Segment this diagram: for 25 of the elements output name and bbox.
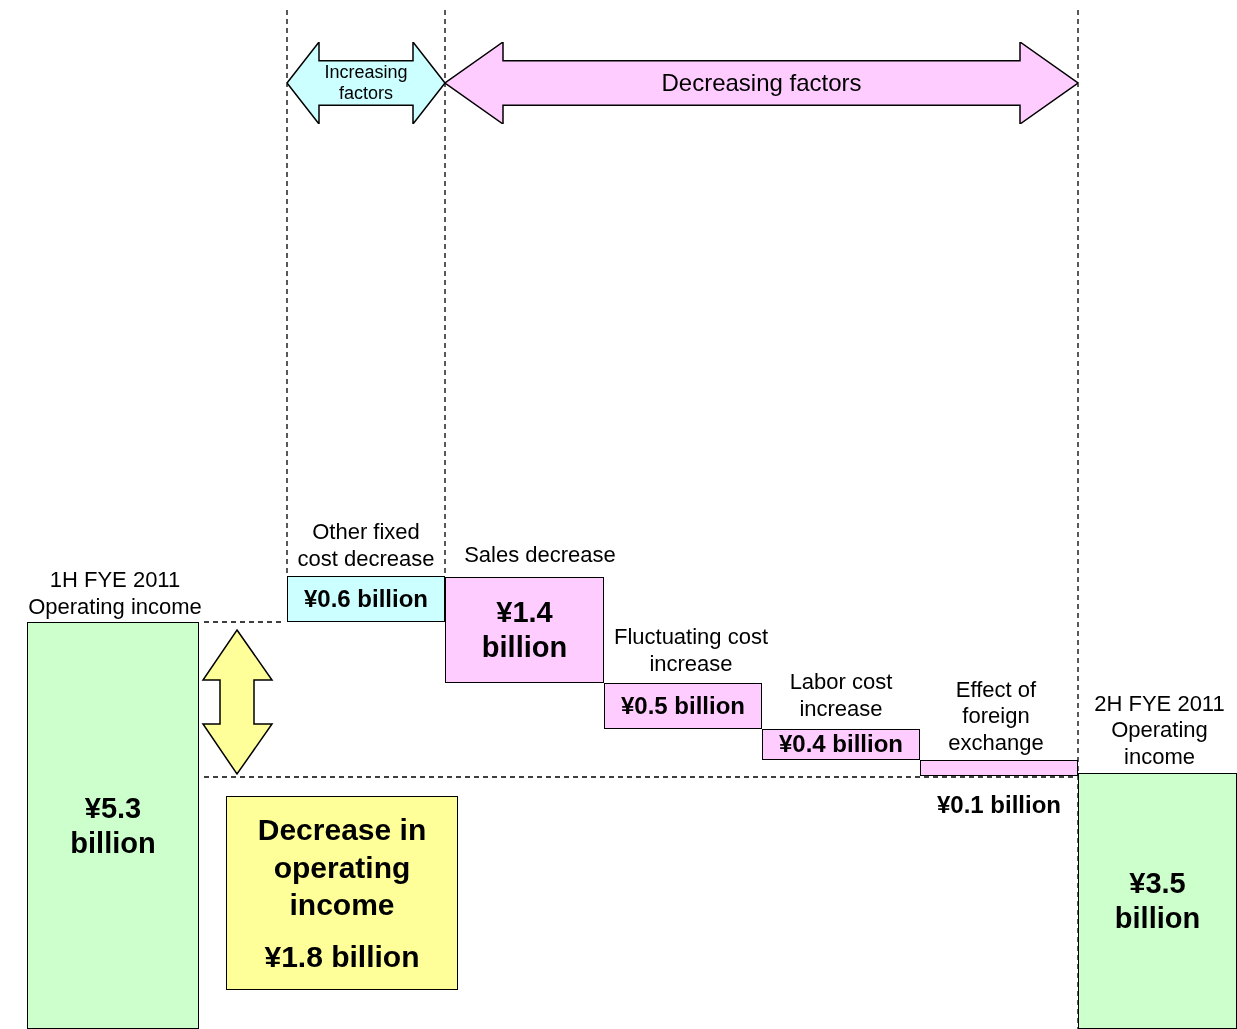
category-label: Effect of foreign exchange <box>947 676 1045 756</box>
arrow-label: Increasing factors <box>323 62 409 104</box>
bar <box>604 683 762 729</box>
value-label: ¥1.4 billion <box>480 595 569 665</box>
value-label: ¥5.3 billion <box>69 790 157 861</box>
category-label: 1H FYE 2011 Operating income <box>27 567 203 620</box>
category-label: Labor cost increase <box>788 669 894 722</box>
value-label: ¥0.1 billion <box>936 791 1062 820</box>
bar <box>762 729 920 760</box>
category-label: Other fixed cost decrease <box>296 519 436 572</box>
summary-box <box>226 796 458 990</box>
summary-heading: Decrease in operating income <box>256 812 428 923</box>
category-label: Sales decrease <box>464 541 616 568</box>
bar <box>1078 773 1237 1029</box>
arrow-label: Decreasing factors <box>661 69 862 97</box>
category-label: Fluctuating cost increase <box>612 624 770 677</box>
value-label: ¥0.5 billion <box>621 691 745 721</box>
value-label: ¥1.8 billion <box>264 938 420 975</box>
value-label: ¥3.5 billion <box>1113 866 1202 936</box>
bar <box>27 622 199 1029</box>
value-label: ¥0.6 billion <box>304 584 428 614</box>
category-label: 2H FYE 2011 Operating income <box>1093 690 1226 770</box>
bar <box>287 576 445 622</box>
value-label: ¥0.4 billion <box>779 730 903 759</box>
bar <box>445 577 604 683</box>
